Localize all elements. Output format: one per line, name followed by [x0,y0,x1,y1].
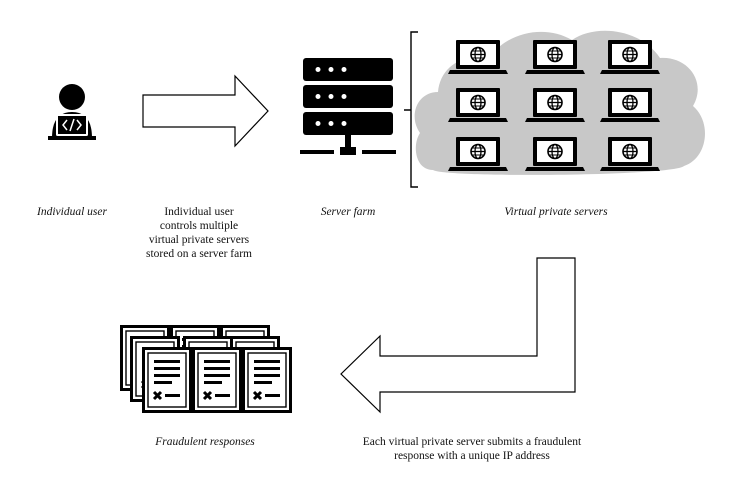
laptop-globe-icon [447,136,509,172]
laptop-globe-icon [447,87,509,123]
fraudulent-documents [120,325,292,413]
laptop-globe-icon [524,136,586,172]
laptop-globe-icon [524,39,586,75]
laptop-globe-icon [599,136,661,172]
laptop-globe-icon [599,87,661,123]
bent-left-arrow-icon [340,257,576,414]
label-fraudulent-responses: Fraudulent responses [155,436,255,448]
fraudulent-document-icon [242,347,292,413]
label-virtual-private-servers: Virtual private servers [504,206,608,218]
laptop-globe-icon [599,39,661,75]
vps-laptop-grid [447,39,661,172]
bracket [404,31,418,188]
server-rack-icon [300,58,396,155]
label-server-farm: Server farm [320,206,376,218]
laptop-globe-icon [447,39,509,75]
laptop-globe-icon [524,87,586,123]
user-coding-laptop-icon [48,84,96,140]
label-submit-text: Each virtual private server submits a fr… [362,436,582,462]
right-arrow-icon [142,74,269,148]
label-controls-text: Individual user controls multiple virtua… [145,206,252,260]
fraudulent-document-icon [192,347,242,413]
fraudulent-document-icon [142,347,192,413]
label-individual-user: Individual user [37,206,107,218]
